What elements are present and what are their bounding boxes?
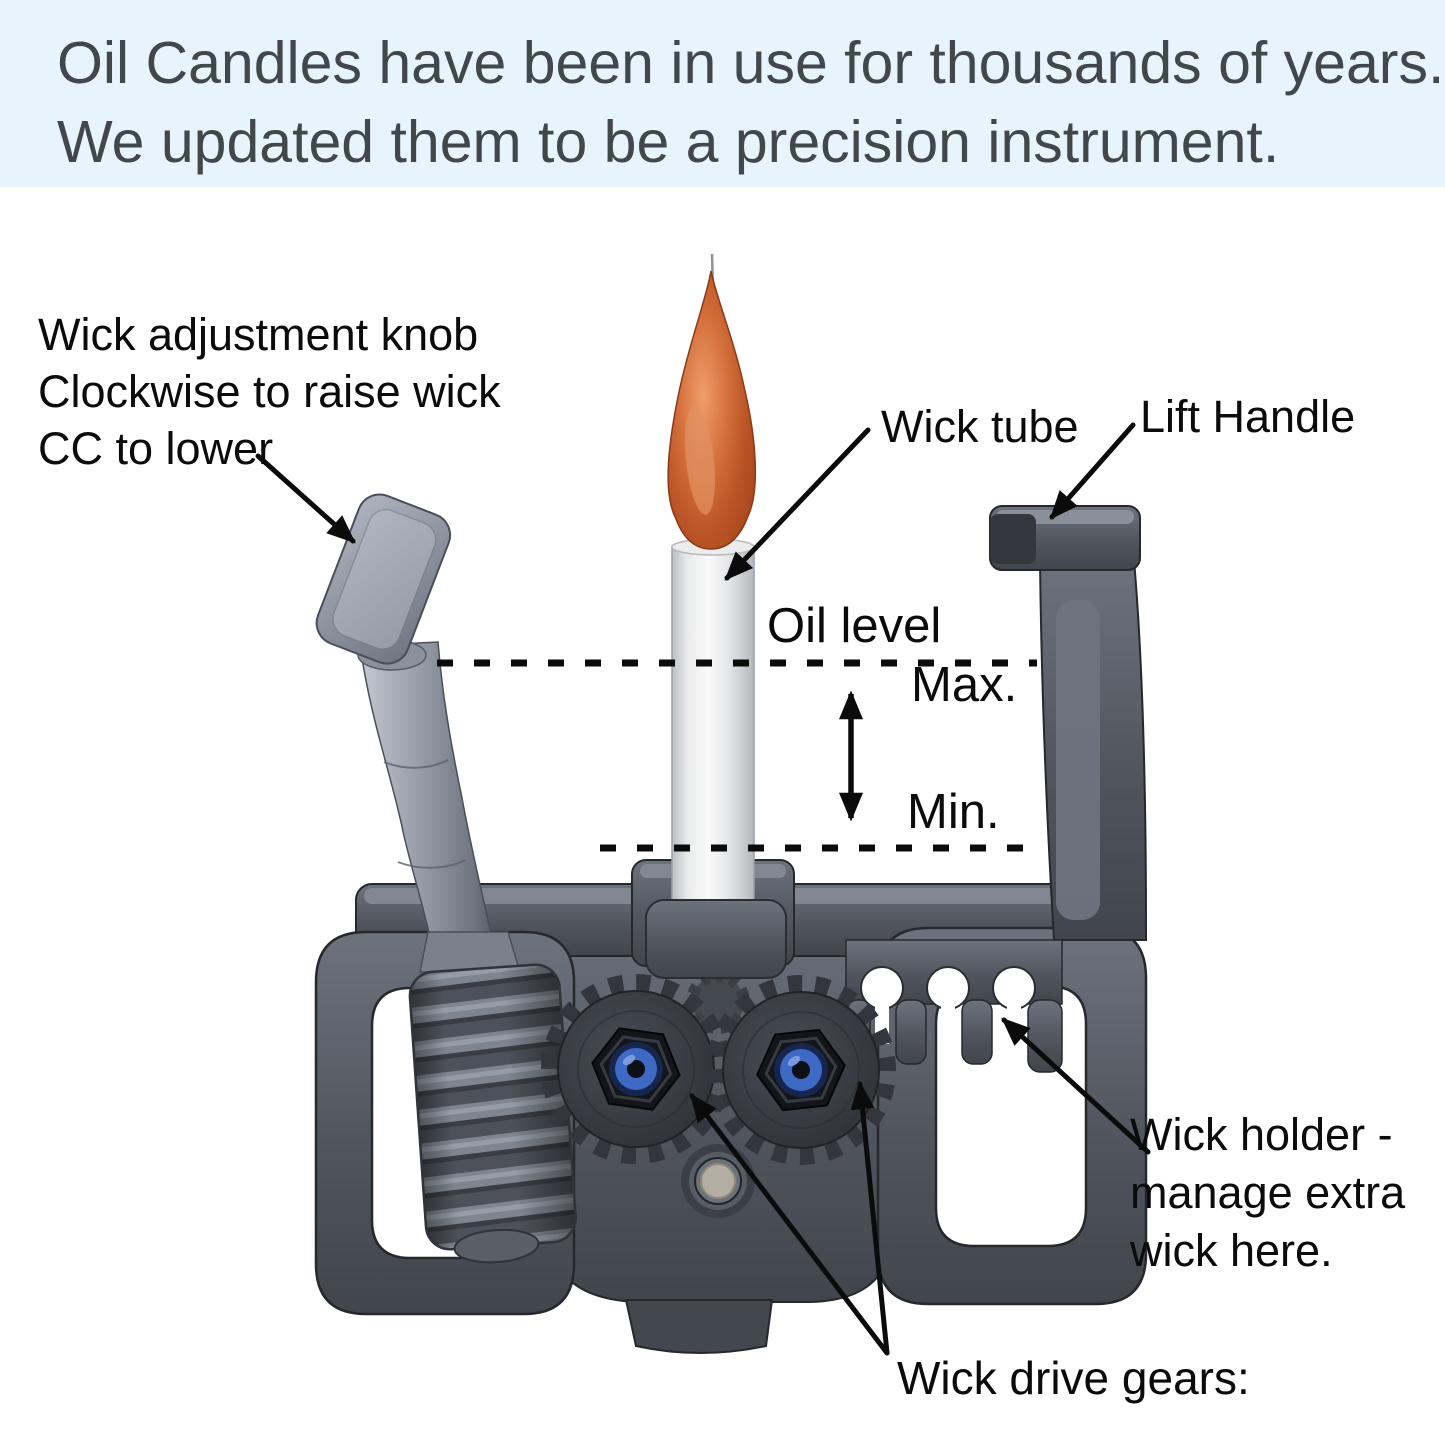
label-oil-level-max: Max. (911, 658, 1018, 712)
arrow-wick-holder (1001, 1017, 1151, 1155)
wick-holder-slot (941, 998, 955, 1044)
lift-handle (989, 505, 1147, 941)
callout-arrows (255, 422, 1151, 1356)
label-oil-level: Oil level (767, 599, 942, 653)
right-drive-gear (706, 975, 896, 1165)
wick-adjustment-knob-assembly (315, 493, 577, 1264)
wick-tube (671, 538, 755, 919)
tube-collar (645, 899, 787, 979)
label-line: wick here. (1130, 1225, 1333, 1276)
wick-holder-slot (1007, 998, 1021, 1044)
header-banner: Oil Candles have been in use for thousan… (0, 0, 1445, 187)
label-wick-drive-gears: Wick drive gears: (897, 1352, 1250, 1404)
label-wick-tube: Wick tube (881, 401, 1079, 452)
arrow-wick-drive-gear-right (850, 1080, 890, 1356)
label-line: CC to lower (38, 423, 274, 474)
header-line-2: We updated them to be a precision instru… (57, 109, 1280, 175)
label-line: manage extra (1130, 1167, 1406, 1218)
arrow-wick-tube (724, 427, 871, 581)
lift-handle-end-cap (990, 514, 1036, 564)
arrow-lift-handle (1049, 422, 1136, 520)
flame (667, 253, 757, 550)
bushing (681, 1144, 755, 1218)
arrow-wick-drive-gear-left (689, 1093, 890, 1356)
left-drive-gear (541, 974, 731, 1164)
label-wick-adjustment-knob: Wick adjustment knob Clockwise to raise … (38, 306, 501, 477)
label-line: Wick adjustment knob (38, 309, 479, 360)
lift-handle-inner-face (1056, 600, 1100, 920)
worm-screw (408, 963, 577, 1264)
arrow-wick-adjustment-knob (255, 453, 356, 544)
label-line: Wick holder - (1130, 1109, 1393, 1160)
wick-drive-gears (541, 974, 896, 1165)
label-oil-level-min: Min. (907, 785, 1000, 839)
label-lift-handle: Lift Handle (1140, 391, 1356, 442)
header-line-1: Oil Candles have been in use for thousan… (57, 30, 1445, 96)
label-line: Clockwise to raise wick (38, 366, 501, 417)
label-wick-holder: Wick holder - manage extra wick here. (1130, 1106, 1405, 1280)
frame-bottom-tab (624, 1299, 774, 1354)
oil-level-annotations (437, 659, 1037, 852)
